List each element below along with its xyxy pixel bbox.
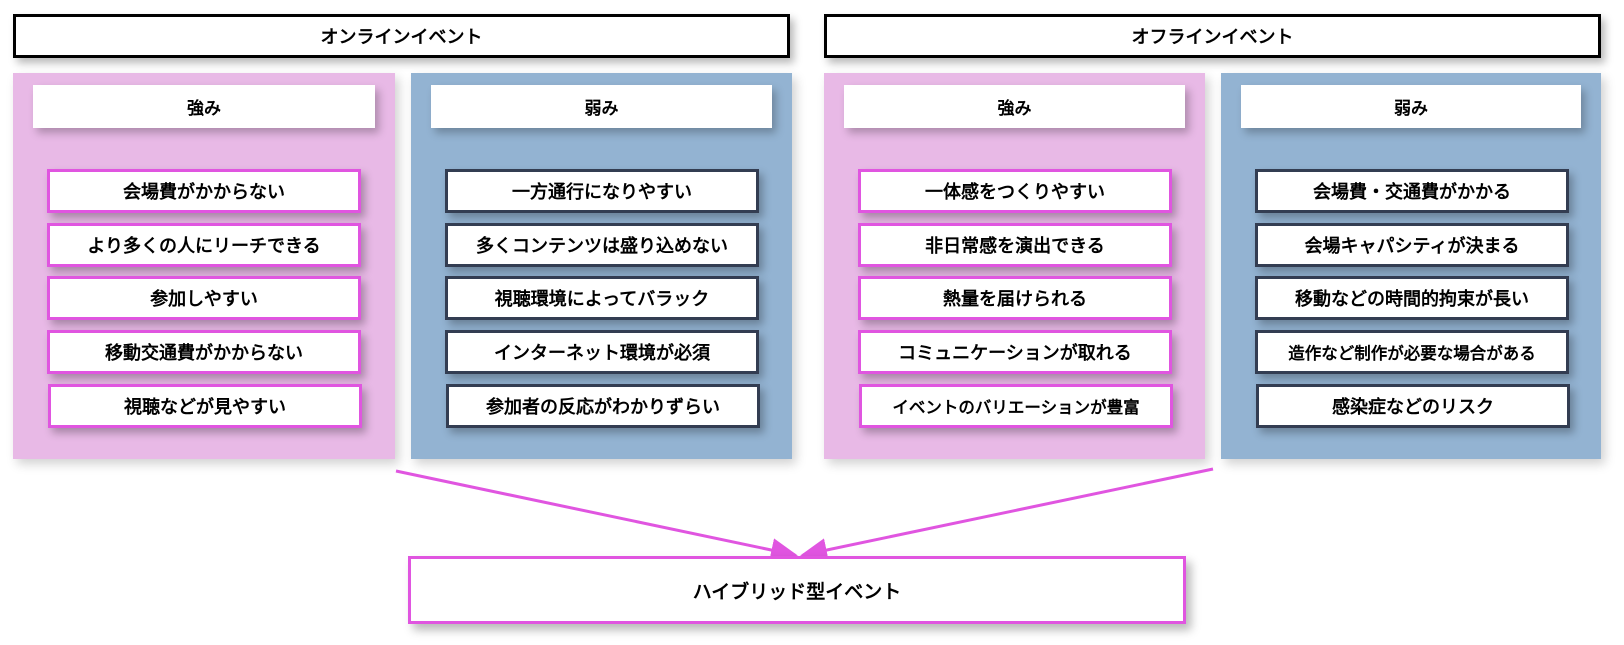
online-weaknesses-heading: 弱み [431,85,772,128]
heading-text: 強み [187,99,221,119]
offline-weaknesses-panel: 弱み 会場費・交通費がかかる 会場キャパシティが決まる 移動などの時間的拘束が長… [1221,73,1601,459]
online-weaknesses-panel: 弱み 一方通行になりやすい 多くコンテンツは盛り込めない 視聴環境によってバラッ… [411,73,792,459]
offline-weakness-item: 移動などの時間的拘束が長い [1255,276,1569,320]
offline-strength-item: 非日常感を演出できる [858,223,1172,267]
online-weakness-item: 参加者の反応がわかりずらい [446,384,760,428]
online-strength-item: 視聴などが見やすい [48,384,362,428]
offline-weaknesses-heading: 弱み [1241,85,1581,128]
online-strengths-heading: 強み [33,85,375,128]
online-strengths-panel: 強み 会場費がかからない より多くの人にリーチできる 参加しやすい 移動交通費が… [13,73,395,459]
online-weakness-item: インターネット環境が必須 [445,330,759,374]
heading-text: 弱み [1394,99,1428,119]
offline-strength-item: 一体感をつくりやすい [858,169,1172,213]
online-weakness-item: 多くコンテンツは盛り込めない [445,223,759,267]
online-strength-item: 参加しやすい [47,276,361,320]
offline-strengths-panel: 強み 一体感をつくりやすい 非日常感を演出できる 熱量を届けられる コミュニケー… [824,73,1205,459]
hybrid-event-box: ハイブリッド型イベント [408,556,1186,624]
hybrid-event-label: ハイブリッド型イベント [692,580,902,603]
offline-weakness-item: 会場費・交通費がかかる [1255,169,1569,213]
online-strength-item: 移動交通費がかからない [47,330,361,374]
offline-weakness-item: 造作など制作が必要な場合がある [1255,330,1569,374]
offline-strengths-heading: 強み [844,85,1185,128]
heading-text: 弱み [584,99,619,119]
offline-strength-item: コミュニケーションが取れる [858,330,1172,374]
offline-weakness-item: 会場キャパシティが決まる [1255,223,1569,267]
online-event-title-text: オンラインイベント [320,27,483,48]
offline-weakness-item: 感染症などのリスク [1256,384,1570,428]
online-weakness-item: 一方通行になりやすい [445,169,759,213]
online-strength-item: より多くの人にリーチできる [47,223,361,267]
online-weakness-item: 視聴環境によってバラック [445,276,759,320]
arrow-from-online [395,469,798,562]
online-event-title: オンラインイベント [13,14,790,58]
offline-strength-item: イベントのバリエーションが豊富 [859,384,1173,428]
heading-text: 強み [997,99,1032,119]
arrow-from-offline [800,467,1214,562]
online-strength-item: 会場費がかからない [47,169,361,213]
offline-event-title: オフラインイベント [824,14,1601,58]
offline-strength-item: 熱量を届けられる [858,276,1172,320]
offline-event-title-text: オフラインイベント [1131,27,1294,48]
